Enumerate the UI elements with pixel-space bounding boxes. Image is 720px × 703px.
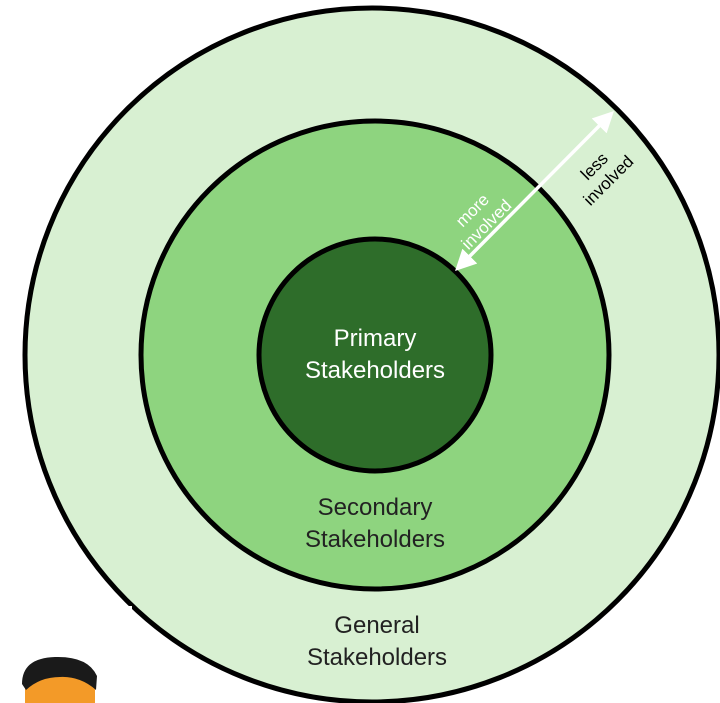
double-headed-arrow-icon (455, 111, 614, 271)
general-label-line1: General (334, 612, 419, 639)
general-label-line2: Stakeholders (307, 644, 447, 671)
person-avatar-icon (22, 656, 97, 703)
secondary-label-line2: Stakeholders (305, 526, 445, 553)
primary-stakeholders-circle (256, 236, 494, 474)
primary-label-line1: Primary (334, 325, 417, 352)
primary-label-line2: Stakeholders (305, 357, 445, 384)
secondary-label-line1: Secondary (318, 494, 433, 521)
